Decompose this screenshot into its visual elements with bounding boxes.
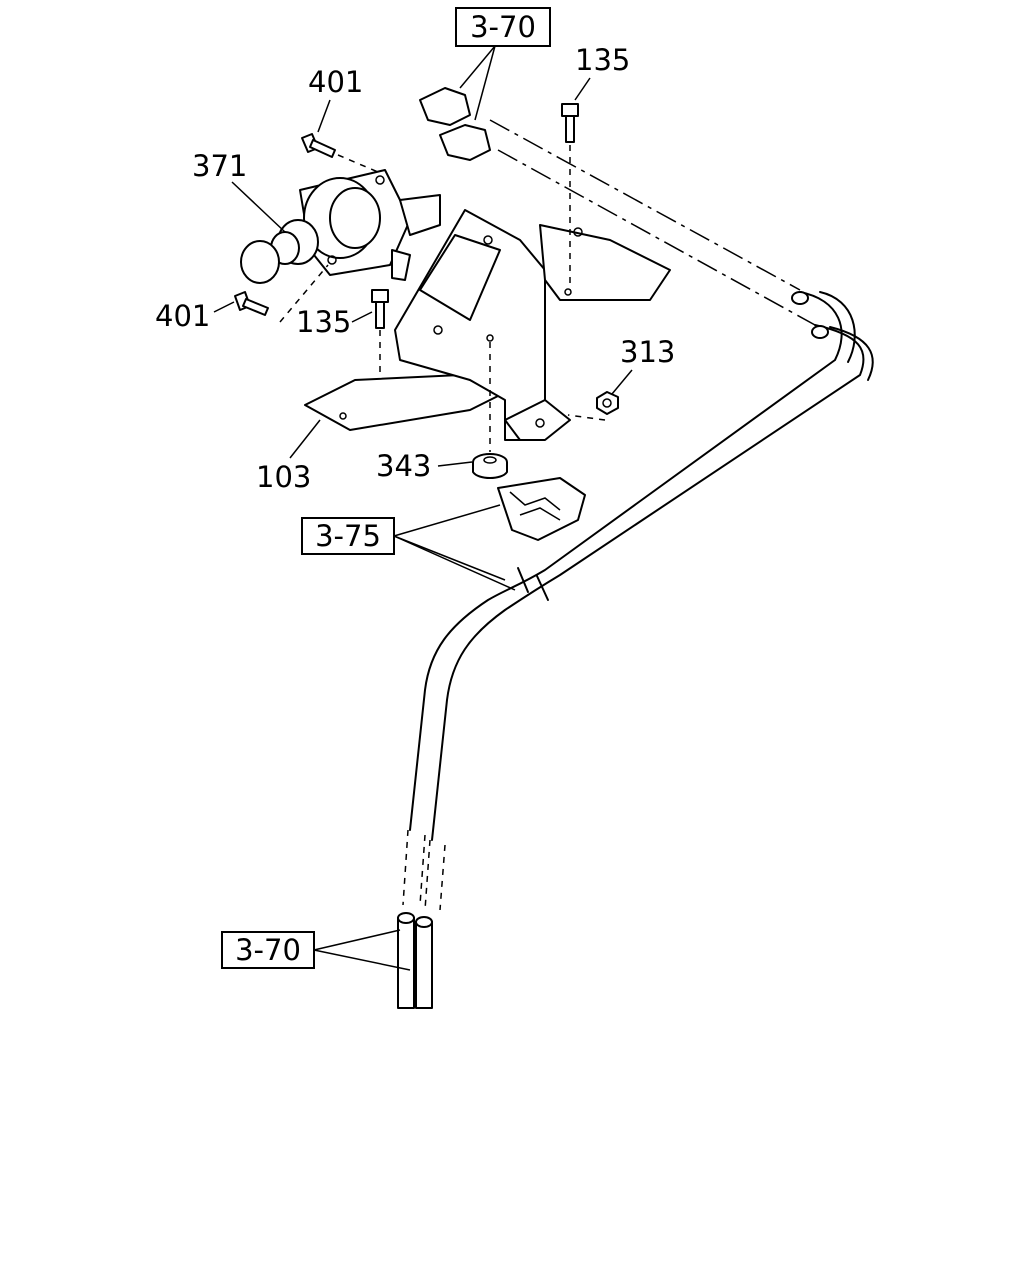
callout-135-top: 135 xyxy=(575,43,630,77)
callout-135-mid: 135 xyxy=(296,305,351,339)
ref-box-3-75: 3-75 xyxy=(301,504,516,591)
bolt-401-bottom xyxy=(234,291,269,316)
callout-103: 103 xyxy=(256,460,311,494)
ref-label-3-70-bottom: 3-70 xyxy=(235,933,301,967)
ref-label-3-75: 3-75 xyxy=(315,519,381,553)
bolt-135-top xyxy=(561,103,579,143)
bolt-135-mid xyxy=(371,289,389,329)
bracket-103 xyxy=(304,209,671,441)
ref-box-3-70-top: 3-70 xyxy=(455,7,551,121)
pipe-assembly xyxy=(397,119,874,1009)
ref-box-3-70-bottom: 3-70 xyxy=(221,929,411,971)
ref-label-3-70-top: 3-70 xyxy=(470,10,536,44)
hose-fittings-top xyxy=(419,87,491,161)
valve-371 xyxy=(240,169,441,284)
callout-401-bottom: 401 xyxy=(155,299,210,333)
connector-3-75 xyxy=(497,477,586,541)
callout-313: 313 xyxy=(620,335,675,369)
grommet-343 xyxy=(472,453,508,479)
bolt-401-top xyxy=(301,133,336,158)
callout-343: 343 xyxy=(376,449,431,483)
callout-371: 371 xyxy=(192,149,247,183)
nut-313 xyxy=(596,391,619,415)
callout-401-top: 401 xyxy=(308,65,363,99)
